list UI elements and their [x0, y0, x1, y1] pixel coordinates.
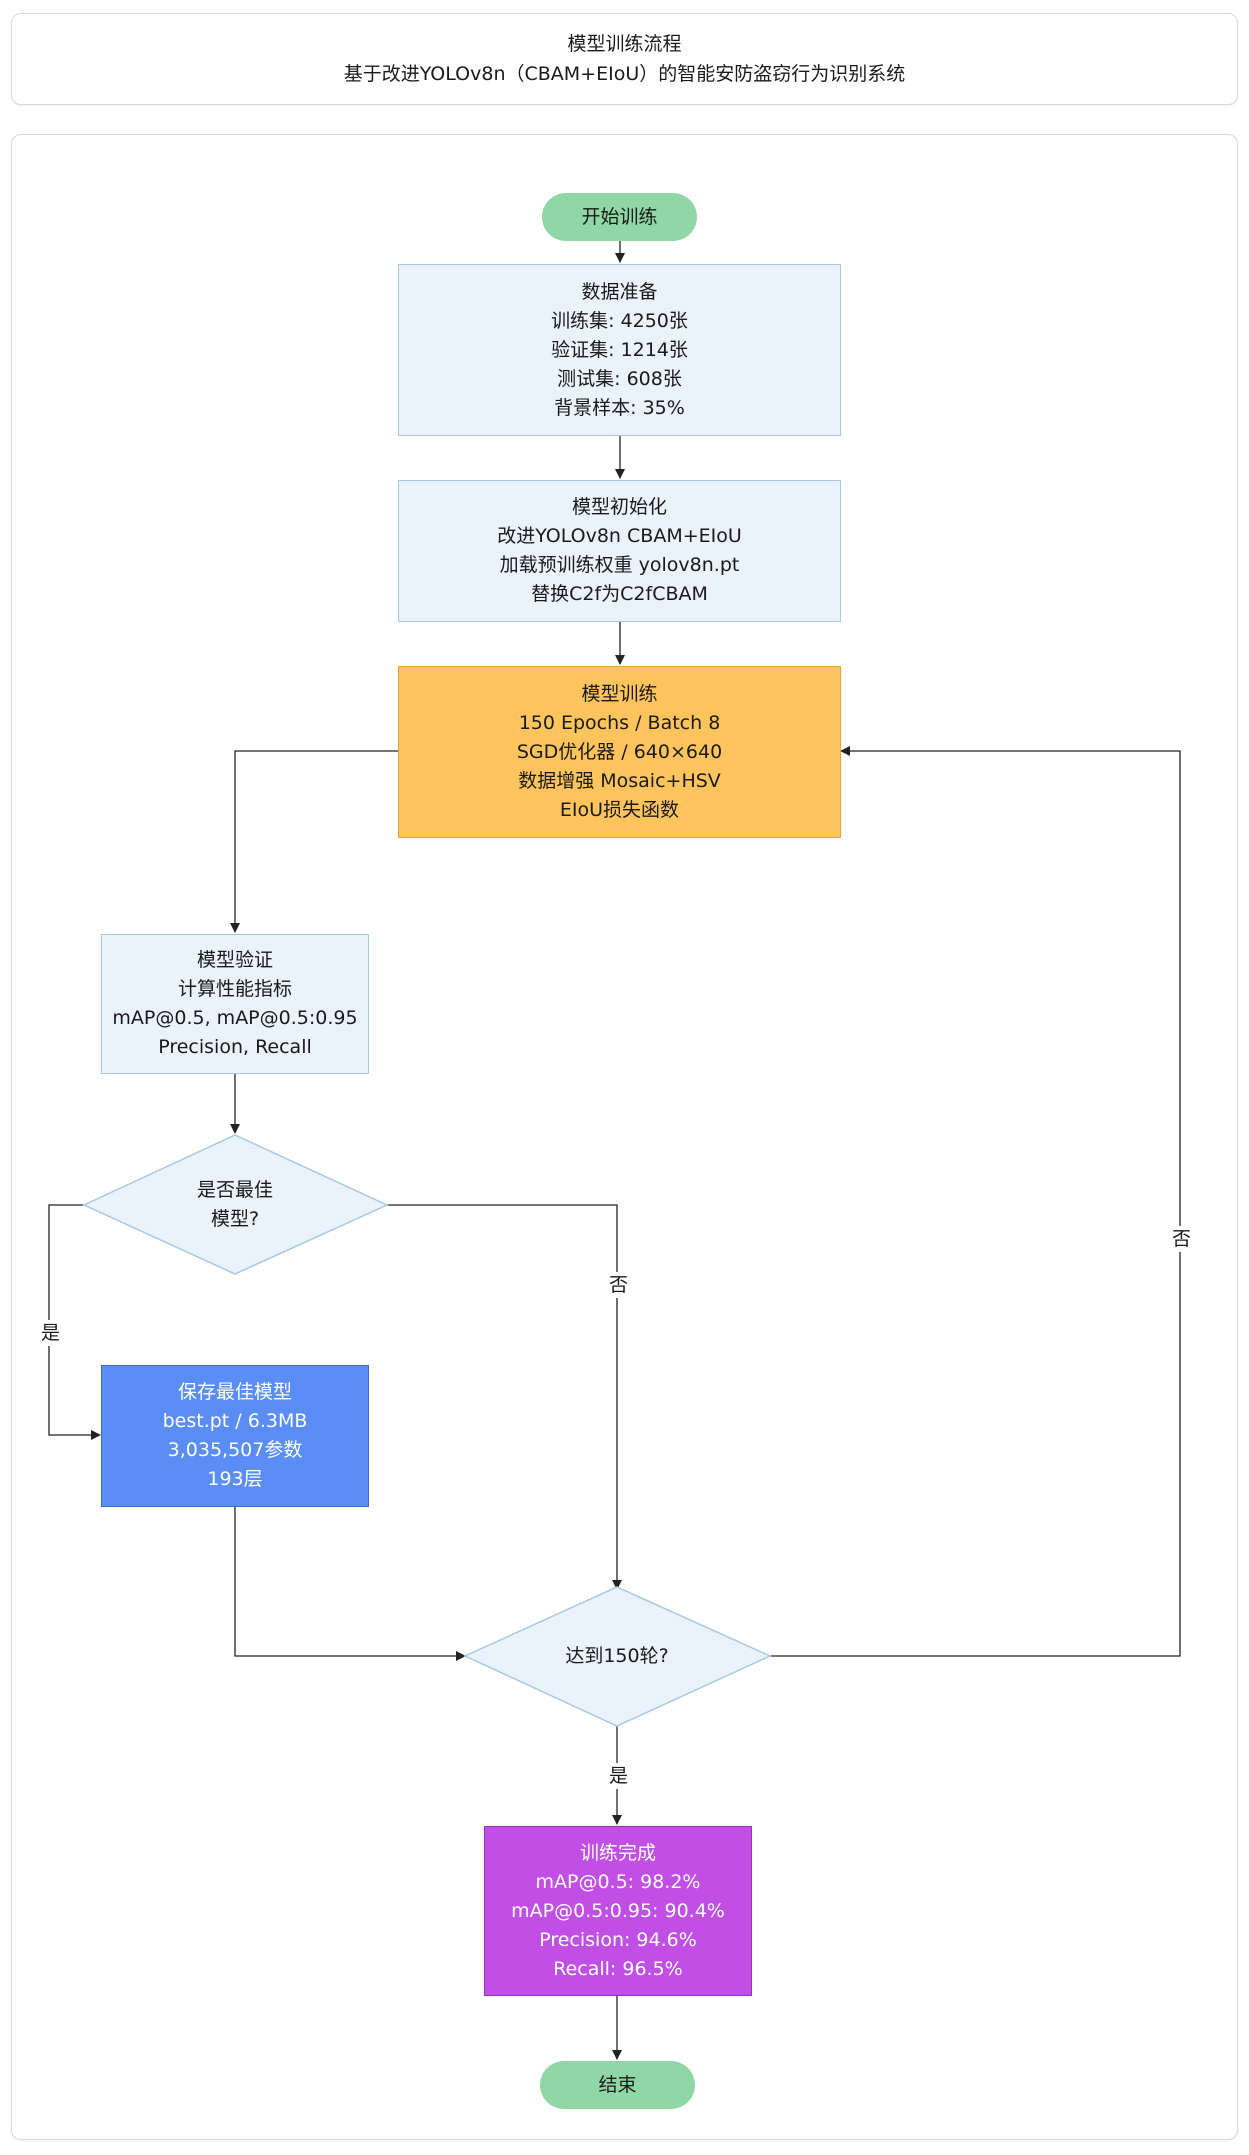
data-prep-box: 数据准备 训练集: 4250张 验证集: 1214张 测试集: 608张 背景样…: [398, 264, 841, 436]
model-init-line-2: 加载预训练权重 yolov8n.pt: [499, 554, 740, 576]
data-prep-val: 验证集: 1214张: [551, 338, 688, 361]
edge-train-validate: [230, 750, 398, 933]
validate-line-3: Precision, Recall: [158, 1036, 312, 1058]
edge-save-reach: [234, 1507, 466, 1661]
complete-precision: Precision: 94.6%: [539, 1928, 697, 1951]
save-best-box: 保存最佳模型 best.pt / 6.3MB 3,035,507参数 193层: [101, 1365, 369, 1507]
decision-is-best-shape: [82, 1134, 389, 1275]
complete-map50: mAP@0.5: 98.2%: [535, 1870, 701, 1893]
end-label: 结束: [598, 2073, 637, 2096]
flowchart-card: [11, 134, 1238, 2140]
data-prep-bg: 背景样本: 35%: [554, 396, 685, 419]
save-best-line-1: best.pt / 6.3MB: [162, 1410, 308, 1432]
is-best-line-1: 是否最佳: [196, 1179, 273, 1201]
model-validate-box: 模型验证 计算性能指标 mAP@0.5, mAP@0.5:0.95 Precis…: [101, 934, 369, 1074]
data-prep-train: 训练集: 4250张: [551, 309, 688, 332]
header-card: 模型训练流程 基于改进YOLOv8n（CBAM+EIoU）的智能安防盗窃行为识别…: [11, 13, 1238, 105]
complete-map5095: mAP@0.5:0.95: 90.4%: [511, 1899, 725, 1922]
data-prep-title: 数据准备: [581, 280, 658, 303]
model-init-box: 模型初始化 改进YOLOv8n CBAM+EIoU 加载预训练权重 yolov8…: [398, 480, 841, 622]
model-train-line-3: 数据增强 Mosaic+HSV: [518, 769, 721, 792]
training-complete-box: 训练完成 mAP@0.5: 98.2% mAP@0.5:0.95: 90.4% …: [484, 1826, 752, 1996]
validate-title: 模型验证: [196, 949, 273, 971]
edge-label-best-yes: 是: [38, 1320, 64, 1346]
model-train-line-4: EIoU损失函数: [559, 798, 680, 821]
reach-150-label: 达到150轮?: [565, 1644, 669, 1667]
edge-isbest-reach: [387, 1204, 622, 1590]
save-best-title: 保存最佳模型: [177, 1381, 292, 1403]
model-init-line-1: 改进YOLOv8n CBAM+EIoU: [497, 525, 742, 547]
end-terminal: 结束: [540, 2061, 695, 2109]
validate-line-2: mAP@0.5, mAP@0.5:0.95: [112, 1007, 358, 1029]
validate-line-1: 计算性能指标: [177, 978, 292, 1000]
data-prep-test: 测试集: 608张: [557, 367, 682, 390]
model-train-box: 模型训练 150 Epochs / Batch 8 SGD优化器 / 640×6…: [398, 666, 841, 838]
edge-label-reach-yes: 是: [606, 1763, 632, 1789]
complete-title: 训练完成: [579, 1841, 656, 1864]
save-best-line-2: 3,035,507参数: [167, 1439, 303, 1461]
is-best-line-2: 模型?: [210, 1208, 260, 1230]
decision-reach-150-shape: [463, 1586, 772, 1727]
page-subtitle: 基于改进YOLOv8n（CBAM+EIoU）的智能安防盗窃行为识别系统: [343, 63, 906, 85]
model-train-line-1: 150 Epochs / Batch 8: [518, 711, 721, 734]
complete-recall: Recall: 96.5%: [553, 1957, 683, 1980]
decision-reach-150: 达到150轮?: [517, 1636, 717, 1676]
model-train-title: 模型训练: [581, 682, 658, 705]
edge-reach-train: [770, 746, 1181, 1657]
start-terminal: 开始训练: [542, 193, 697, 241]
model-init-title: 模型初始化: [571, 496, 667, 518]
model-init-line-3: 替换C2f为C2fCBAM: [531, 583, 708, 605]
save-best-line-3: 193层: [207, 1468, 263, 1490]
decision-is-best: 是否最佳 模型?: [135, 1170, 335, 1240]
page-title: 模型训练流程: [567, 33, 682, 55]
start-label: 开始训练: [581, 205, 658, 228]
edge-label-best-no: 否: [606, 1272, 632, 1298]
model-train-line-2: SGD优化器 / 640×640: [516, 740, 723, 763]
edge-label-loop-no: 否: [1169, 1226, 1195, 1252]
